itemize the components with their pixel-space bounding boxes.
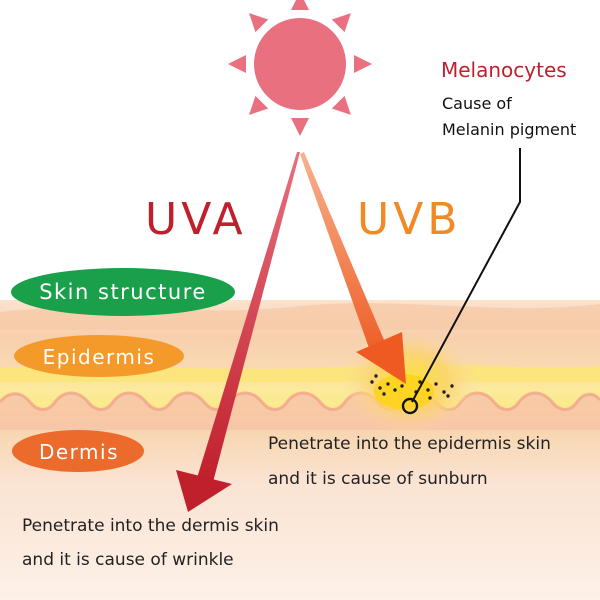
melanocytes-line-2: Melanin pigment [442, 120, 577, 139]
sun-ray [291, 0, 309, 10]
uvb-label: UVB [357, 194, 462, 245]
sun-ray [249, 95, 269, 115]
sun-ray [228, 55, 246, 73]
uva-note-line-2: and it is cause of wrinkle [22, 550, 234, 570]
uva-arrow-head [176, 470, 232, 512]
sun-ray [331, 13, 351, 33]
epidermis-label: Epidermis [42, 345, 156, 369]
skin-structure-pill-shape [11, 268, 235, 316]
uva-label: UVA [145, 194, 247, 245]
uvb-arrow-shaft [300, 152, 390, 362]
sun-ray [249, 13, 269, 33]
sun-disc [254, 18, 346, 110]
uva-arrow-shaft [197, 152, 300, 482]
dermis-pill-shape [12, 430, 144, 472]
dermal-wave-line [0, 391, 600, 411]
sun-icon [228, 0, 372, 136]
melanin-dots [370, 374, 454, 400]
sun-ray [354, 55, 372, 73]
pointer-line [411, 148, 521, 403]
uvb-note-line-2: and it is cause of sunburn [268, 469, 488, 489]
melanocytes-title: Melanocytes [441, 58, 567, 82]
uvb-arrow [300, 152, 406, 384]
uvb-note-line-1: Penetrate into the epidermis skin [268, 434, 551, 454]
dermis-label: Dermis [38, 440, 120, 464]
uva-arrow [176, 152, 300, 512]
melanocyte-pointer [401, 148, 521, 415]
sun-ray [331, 95, 351, 115]
uva-note-line-1: Penetrate into the dermis skin [22, 516, 279, 536]
sun-ray [291, 118, 309, 136]
epidermis-pill-shape [14, 335, 184, 377]
melanocytes-line-1: Cause of [442, 94, 512, 113]
skin-structure-label: Skin structure [39, 280, 207, 304]
melanocyte-marker [401, 397, 419, 415]
uvb-arrow-head [356, 332, 406, 384]
